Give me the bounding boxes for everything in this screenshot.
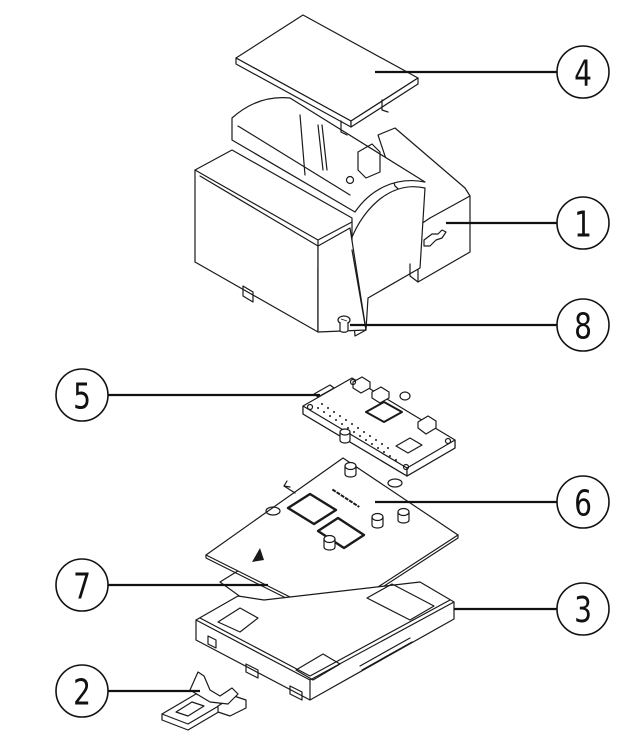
callout-6: 6	[556, 475, 610, 529]
din-rail-clip	[161, 671, 247, 731]
callout-5: 5	[55, 368, 109, 422]
callout-number: 1	[574, 203, 592, 245]
callout-2: 2	[55, 664, 109, 718]
callout-4: 4	[556, 45, 610, 99]
callout-7: 7	[55, 558, 109, 612]
screw	[337, 315, 351, 333]
callout-number: 5	[73, 375, 91, 417]
plate-marking	[331, 488, 360, 508]
standoffs	[323, 461, 410, 551]
housing	[194, 97, 471, 337]
callout-circle	[556, 196, 610, 250]
callout-circle	[556, 45, 610, 99]
callout-number: 4	[574, 52, 592, 94]
callout-number: 6	[574, 482, 592, 524]
callout-circle	[55, 558, 109, 612]
callout-1: 1	[556, 196, 610, 250]
callout-number: 2	[73, 671, 91, 713]
callout-circle	[556, 475, 610, 529]
base-tray	[195, 581, 455, 701]
header-pins	[317, 403, 397, 461]
mounting-plate	[205, 457, 459, 620]
callout-circle	[556, 298, 610, 352]
callout-circle	[55, 368, 109, 422]
callout-number: 7	[73, 565, 91, 607]
callout-number: 8	[574, 305, 592, 347]
callout-circle	[55, 664, 109, 718]
circuit-board	[302, 376, 456, 477]
callout-number: 3	[574, 589, 592, 631]
callout-circle	[556, 582, 610, 636]
leader-lines	[108, 70, 557, 693]
top-lid	[235, 14, 419, 136]
callout-3: 3	[556, 582, 610, 636]
callout-8: 8	[556, 298, 610, 352]
